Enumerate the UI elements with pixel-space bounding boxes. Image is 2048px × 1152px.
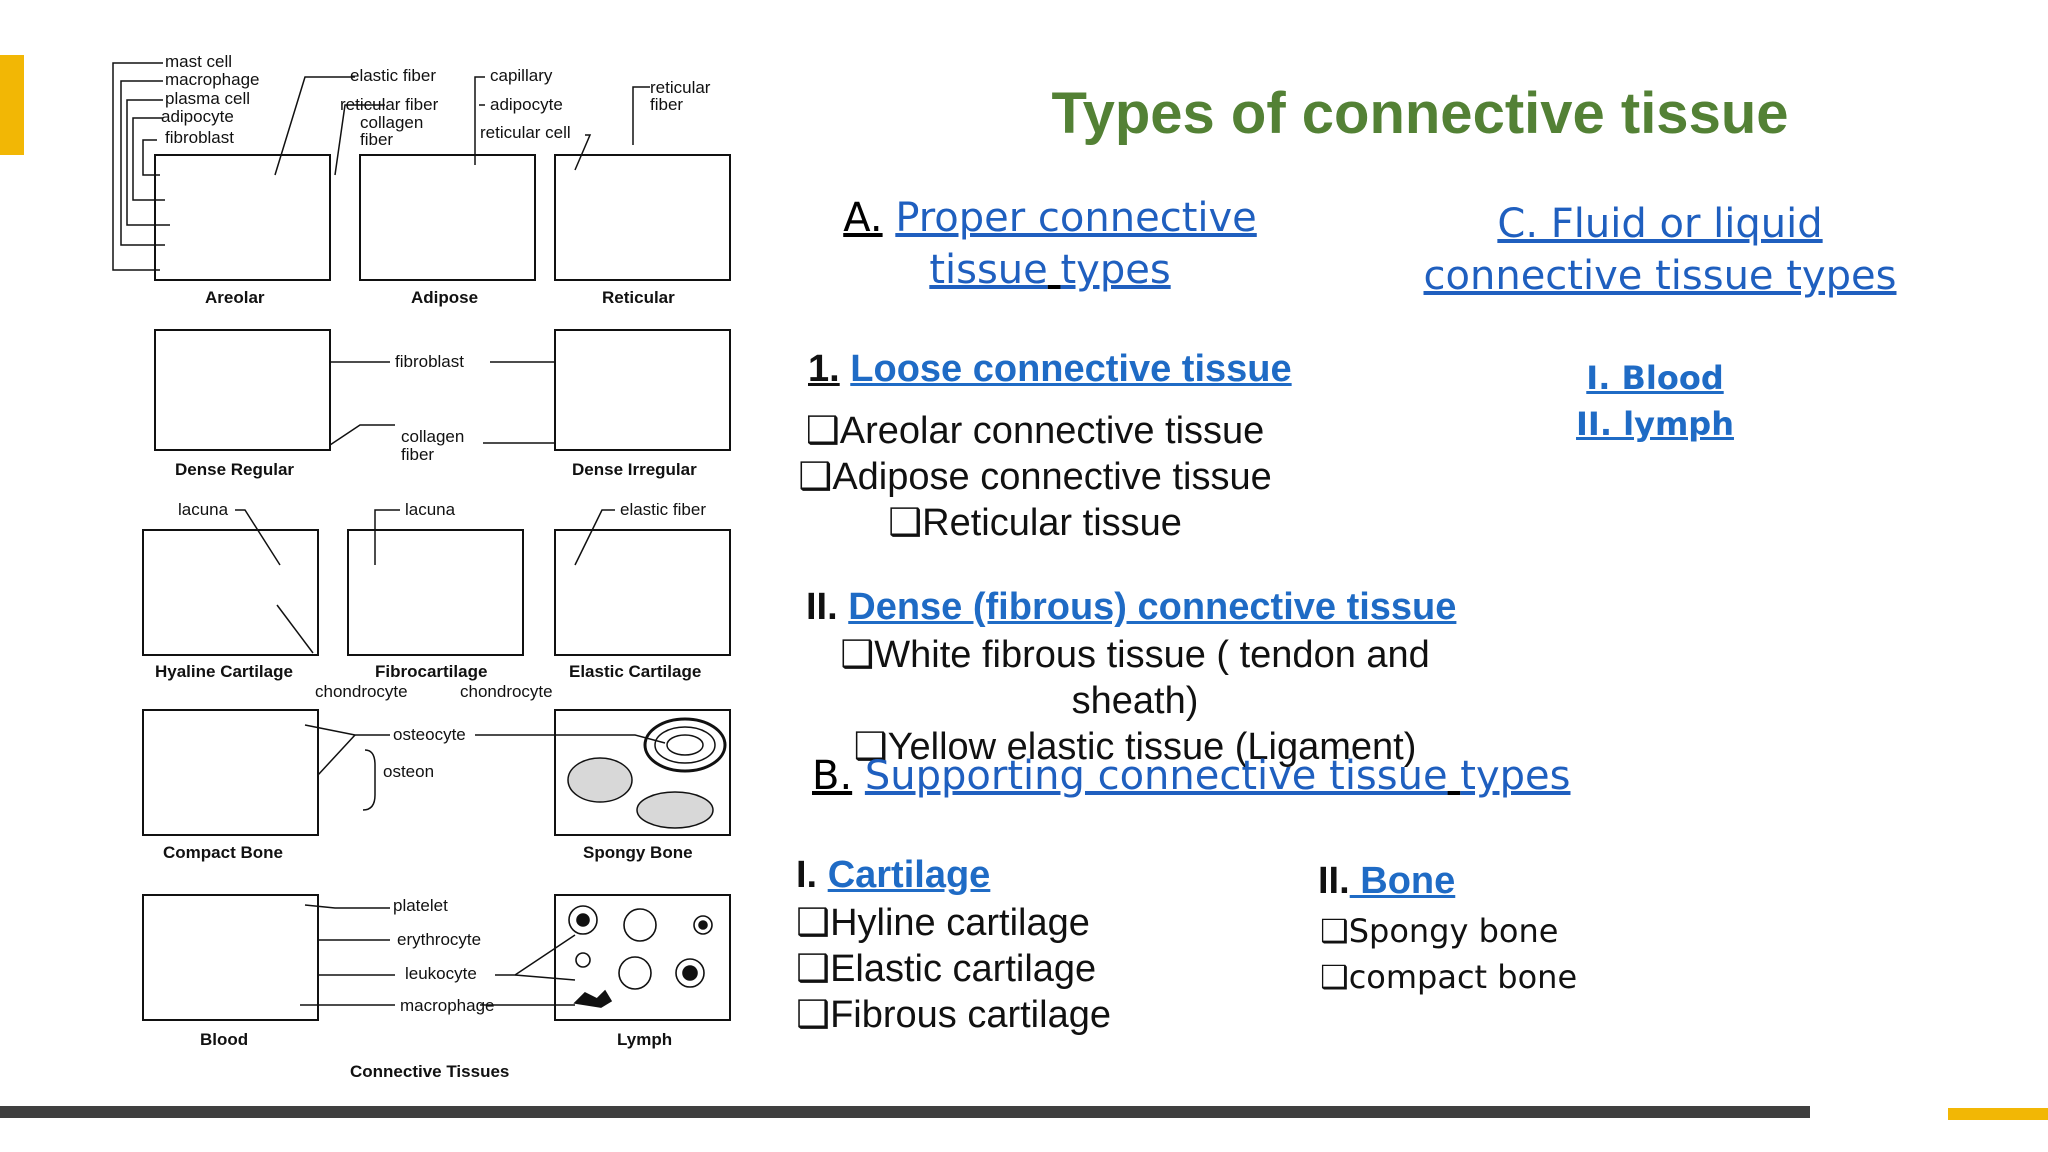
label-chondrocyte-2: chondrocyte: [460, 682, 553, 701]
label-reticular-fiber-right-2: fiber: [650, 95, 683, 114]
dense-irregular-caption: Dense Irregular: [572, 460, 697, 479]
dense-regular-panel: [155, 330, 330, 450]
fluid-item-blood[interactable]: I. Blood: [1555, 355, 1755, 401]
fibrocartilage-caption: Fibrocartilage: [375, 662, 487, 681]
label-platelet: platelet: [393, 896, 448, 915]
adipose-caption: Adipose: [411, 288, 478, 307]
left-accent-bar: [0, 55, 24, 155]
section-a-sep: [1048, 247, 1061, 293]
bone-heading: II. Bone: [1318, 860, 1455, 903]
label-mast-cell: mast cell: [165, 52, 232, 71]
areolar-panel: [155, 155, 330, 280]
label-macrophage-2: macrophage: [400, 996, 495, 1015]
blood-caption: Blood: [200, 1030, 248, 1049]
loose-number: 1.: [808, 348, 840, 390]
elastic-cartilage-caption: Elastic Cartilage: [569, 662, 701, 681]
label-reticular-cell: reticular cell: [480, 123, 571, 142]
bottom-bar: [0, 1106, 1810, 1118]
section-c-line-2[interactable]: connective tissue types: [1380, 250, 1940, 302]
compact-bone-caption: Compact Bone: [163, 843, 283, 862]
section-b-suffix[interactable]: types: [1460, 753, 1570, 799]
cartilage-number: I.: [796, 854, 817, 896]
label-adipocyte: adipocyte: [161, 107, 234, 126]
cartilage-list: ❑Hyline cartilage ❑Elastic cartilage ❑Fi…: [796, 900, 1111, 1038]
right-accent-bar: [1948, 1108, 2048, 1120]
section-b-heading: B. Supporting connective tissue types: [812, 750, 1571, 802]
adipose-panel: [360, 155, 535, 280]
spongy-bone-caption: Spongy Bone: [583, 843, 693, 862]
cartilage-item: ❑Elastic cartilage: [796, 946, 1111, 992]
dense-item: sheath): [790, 678, 1480, 724]
figure-caption: Connective Tissues: [350, 1062, 509, 1081]
label-osteon: osteon: [383, 762, 434, 781]
hyaline-caption: Hyaline Cartilage: [155, 662, 293, 681]
cartilage-item: ❑Fibrous cartilage: [796, 992, 1111, 1038]
dense-item: ❑White fibrous tissue ( tendon and: [790, 632, 1480, 678]
label-adipocyte-2: adipocyte: [490, 95, 563, 114]
loose-list: ❑Areolar connective tissue ❑Adipose conn…: [790, 408, 1280, 546]
label-fibroblast: fibroblast: [165, 128, 234, 147]
fluid-item-lymph[interactable]: II. lymph: [1555, 401, 1755, 447]
loose-heading: 1. Loose connective tissue: [808, 348, 1292, 391]
fluid-list: I. Blood II. lymph: [1555, 355, 1755, 447]
section-b-label[interactable]: Supporting connective tissue: [865, 753, 1448, 799]
dense-heading-link[interactable]: Dense (fibrous) connective tissue: [848, 586, 1456, 628]
section-c-line-1[interactable]: C. Fluid or liquid: [1380, 198, 1940, 250]
loose-heading-link[interactable]: Loose connective tissue: [850, 348, 1291, 390]
label-capillary: capillary: [490, 66, 553, 85]
section-b-prefix: B.: [812, 753, 852, 799]
bone-list: ❑Spongy bone ❑compact bone: [1320, 908, 1577, 1000]
label-collagen-fiber: fiber: [360, 130, 393, 149]
lymph-caption: Lymph: [617, 1030, 672, 1049]
section-a-line-2: tissue types: [790, 244, 1310, 296]
dense-heading: II. Dense (fibrous) connective tissue: [806, 586, 1456, 629]
connective-tissue-figure: Areolar Adipose Reticular mast cell macr…: [105, 45, 745, 1085]
cartilage-heading: I. Cartilage: [796, 854, 990, 897]
loose-item: ❑Areolar connective tissue: [790, 408, 1280, 454]
section-a-prefix: A.: [843, 195, 882, 241]
label-lacuna-2: lacuna: [405, 500, 456, 519]
label-elastic-fiber-2: elastic fiber: [620, 500, 706, 519]
bone-item: ❑compact bone: [1320, 954, 1577, 1000]
section-a-label-3[interactable]: types: [1060, 247, 1170, 293]
loose-item: ❑Adipose connective tissue: [790, 454, 1280, 500]
label-macrophage: macrophage: [165, 70, 260, 89]
blood-panel: [143, 895, 318, 1020]
areolar-caption: Areolar: [205, 288, 265, 307]
dense-irregular-panel: [555, 330, 730, 450]
section-a-label-1[interactable]: Proper connective: [895, 195, 1256, 241]
cartilage-heading-link[interactable]: Cartilage: [828, 854, 991, 896]
section-b-sep: [1448, 753, 1461, 799]
label-leukocyte: leukocyte: [405, 964, 477, 983]
label-lacuna-1: lacuna: [178, 500, 229, 519]
compact-bone-panel: [143, 710, 318, 835]
label-plasma-cell: plasma cell: [165, 89, 250, 108]
label-chondrocyte-1: chondrocyte: [315, 682, 408, 701]
reticular-caption: Reticular: [602, 288, 675, 307]
label-fibroblast-2: fibroblast: [395, 352, 464, 371]
section-a-line-1: A. Proper connective: [790, 192, 1310, 244]
dense-number: II.: [806, 586, 838, 628]
loose-item: ❑Reticular tissue: [790, 500, 1280, 546]
section-a-label-2[interactable]: tissue: [929, 247, 1047, 293]
bone-heading-link[interactable]: Bone: [1350, 860, 1456, 902]
label-erythrocyte: erythrocyte: [397, 930, 481, 949]
reticular-panel: [555, 155, 730, 280]
label-reticular-fiber: reticular fiber: [340, 95, 439, 114]
label-collagen-b: fiber: [401, 445, 434, 464]
dense-regular-caption: Dense Regular: [175, 460, 294, 479]
elastic-cartilage-panel: [555, 530, 730, 655]
cartilage-item: ❑Hyline cartilage: [796, 900, 1111, 946]
label-collagen-a: collagen: [401, 427, 464, 446]
bone-item: ❑Spongy bone: [1320, 908, 1577, 954]
section-c-heading: C. Fluid or liquid connective tissue typ…: [1380, 198, 1940, 302]
label-osteocyte: osteocyte: [393, 725, 466, 744]
label-elastic-fiber: elastic fiber: [350, 66, 436, 85]
hyaline-panel: [143, 530, 318, 655]
bone-number: II.: [1318, 860, 1350, 902]
slide-title: Types of connective tissue: [1000, 80, 1840, 147]
section-a-heading: A. Proper connective tissue types: [790, 192, 1310, 296]
